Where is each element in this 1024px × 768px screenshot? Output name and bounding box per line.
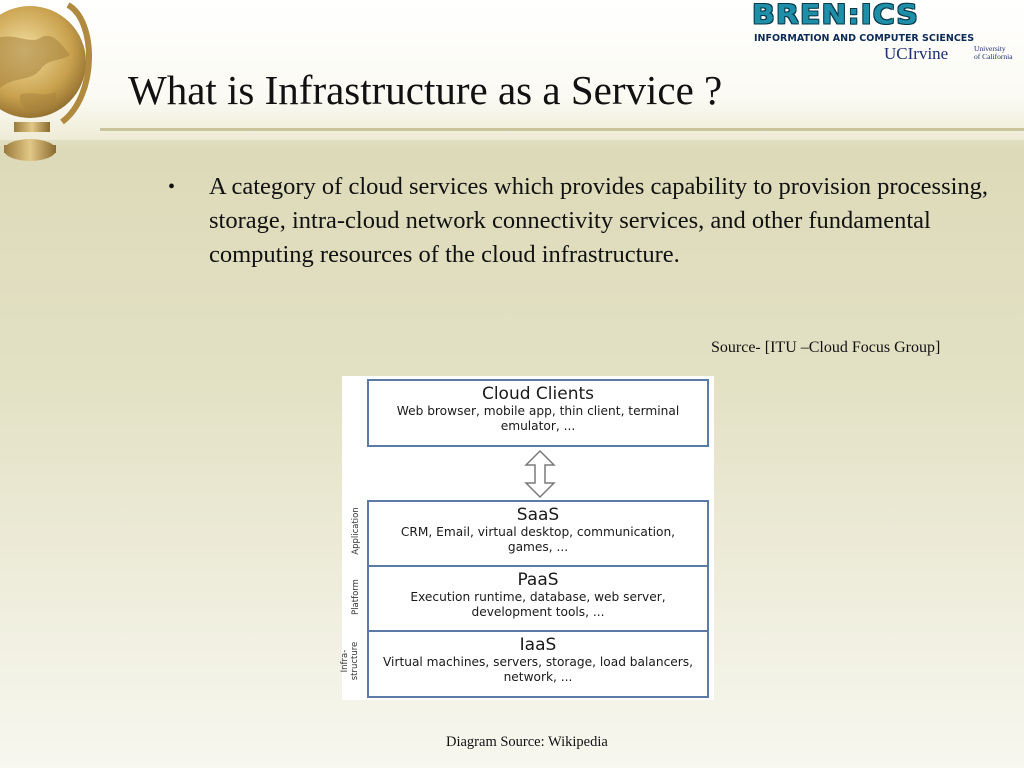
header-divider [100, 128, 1024, 131]
logo-wordmark: BREN:ICS [752, 0, 919, 31]
uc-line-1: University [974, 44, 1006, 53]
uci-logo-text: UCIrvine [884, 44, 949, 63]
cloud-clients-title: Cloud Clients [481, 384, 595, 404]
cloud-clients-desc: Web browser, mobile app, thin client, te… [396, 404, 680, 433]
saas-desc: CRM, Email, virtual desktop, communicati… [400, 525, 676, 554]
cloud-clients-box: Cloud Clients Web browser, mobile app, t… [367, 379, 709, 447]
iaas-box: IaaS Virtual machines, servers, storage,… [367, 630, 709, 698]
paas-box: PaaS Execution runtime, database, web se… [367, 565, 709, 632]
bullet-text: A category of cloud services which provi… [209, 173, 989, 268]
iaas-title: IaaS [519, 635, 557, 655]
logo-subtitle: INFORMATION AND COMPUTER SCIENCES [754, 33, 975, 44]
platform-side-label: Platform [351, 579, 361, 615]
uc-line-2: of California [974, 52, 1013, 61]
infrastructure-side-label: Infra- structure [340, 636, 362, 686]
diagram-source-citation: Diagram Source: Wikipedia [446, 734, 608, 750]
bullet-icon: • [168, 176, 176, 198]
iaas-desc: Virtual machines, servers, storage, load… [382, 655, 694, 684]
globe-icon [0, 2, 92, 161]
uc-logo-text: University of California [974, 45, 1024, 61]
saas-title: SaaS [516, 505, 560, 525]
infrastructure-label-1: Infra- [340, 649, 350, 673]
header-band [0, 0, 1024, 140]
application-side-label: Application [351, 507, 361, 555]
bullet-list: • A category of cloud services which pro… [168, 170, 998, 272]
saas-box: SaaS CRM, Email, virtual desktop, commun… [367, 500, 709, 567]
bullet-item: • A category of cloud services which pro… [168, 170, 998, 272]
paas-title: PaaS [517, 570, 559, 590]
double-arrow-icon [524, 449, 556, 499]
source-citation: Source- [ITU –Cloud Focus Group] [711, 339, 941, 356]
cloud-stack-diagram: Cloud Clients Web browser, mobile app, t… [340, 376, 714, 700]
infrastructure-label-2: structure [350, 641, 360, 681]
bren-ics-logo: BREN:ICS INFORMATION AND COMPUTER SCIENC… [752, 2, 1024, 64]
slide-title: What is Infrastructure as a Service ? [128, 67, 723, 113]
paas-desc: Execution runtime, database, web server,… [410, 590, 666, 619]
